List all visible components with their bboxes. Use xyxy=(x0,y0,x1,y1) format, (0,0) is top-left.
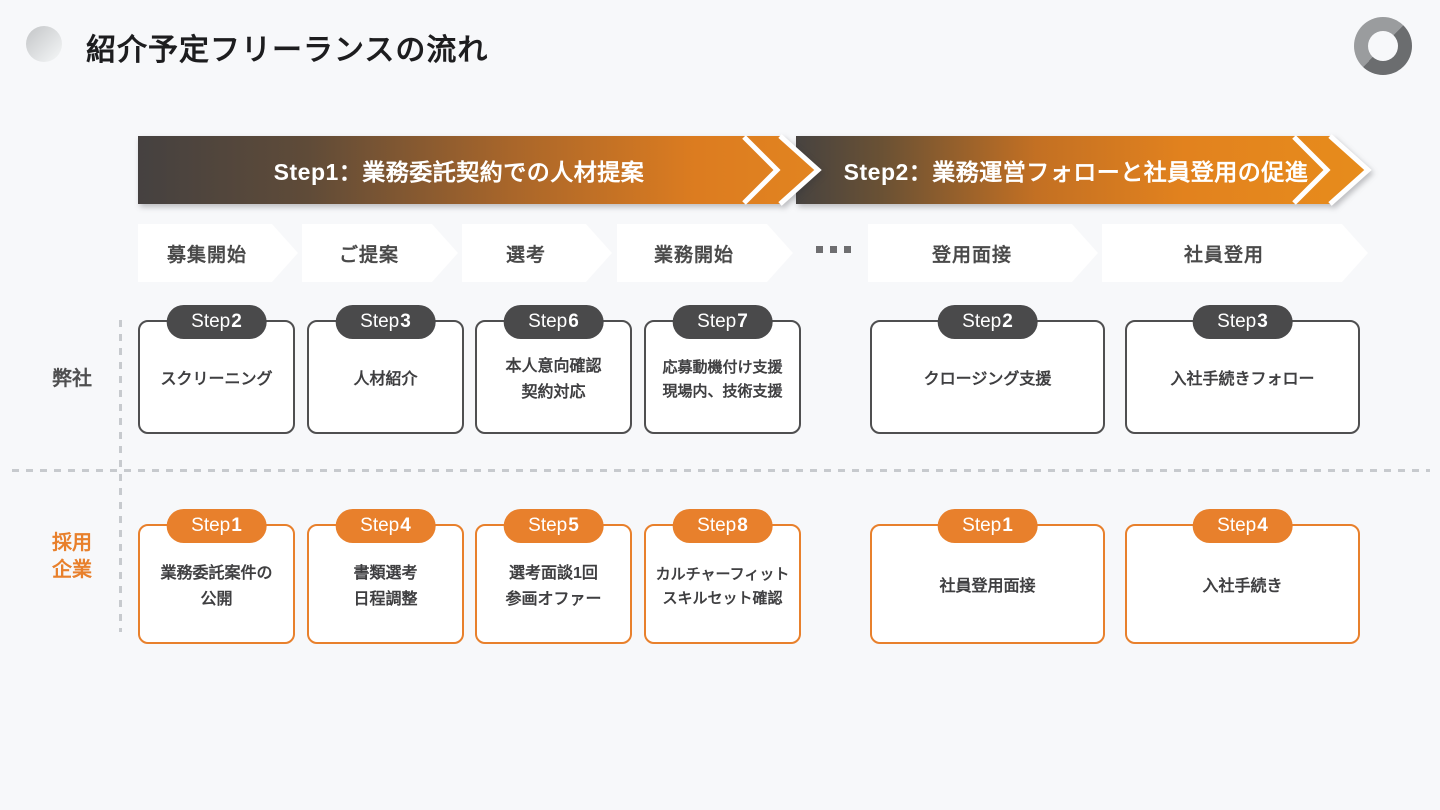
phase-chevron-work-start: 業務開始 xyxy=(617,224,793,282)
card-label: 本人意向確認 契約対応 xyxy=(505,358,602,401)
step2-banner-shape xyxy=(796,134,1372,206)
card-label: スクリーニング xyxy=(160,371,273,389)
card-label: 選考面談1回 参画オファー xyxy=(505,565,602,608)
phase-chevron-employee-promotion: 社員登用 xyxy=(1102,224,1368,282)
company-logo-ring-icon xyxy=(1354,17,1412,75)
card-label: 入社手続きフォロー xyxy=(1170,371,1315,389)
lane-divider-vertical xyxy=(119,320,122,632)
card-label: 書類選考 日程調整 xyxy=(353,565,418,608)
lane-label-company: 弊社 xyxy=(52,368,92,390)
step2-banner-label: Step2：業務運営フォローと社員登用の促進 xyxy=(843,159,1309,185)
card-label: 人材紹介 xyxy=(353,371,418,389)
lane-divider-horizontal xyxy=(12,469,1430,472)
ellipsis-dots-icon xyxy=(816,246,851,253)
lane-label-client: 採用 企業 xyxy=(52,532,92,581)
card-label: 応募動機付け支援 現場内、技術支援 xyxy=(662,359,783,400)
card-label: 入社手続き xyxy=(1202,578,1283,596)
title-bullet-icon xyxy=(26,26,62,62)
card-label: 業務委託案件の 公開 xyxy=(160,565,273,608)
step1-banner-shape xyxy=(138,134,822,206)
page-title: 紹介予定フリーランスの流れ xyxy=(86,34,489,67)
phase-chevron-recruit-start: 募集開始 xyxy=(138,224,298,282)
card-label: カルチャーフィット スキルセット確認 xyxy=(655,566,790,607)
phase-chevron-promotion-interview: 登用面接 xyxy=(868,224,1098,282)
card-label: クロージング支援 xyxy=(923,371,1052,389)
phase-chevron-proposal: ご提案 xyxy=(302,224,458,282)
step1-banner-label: Step1：業務委託契約での人材提案 xyxy=(273,159,645,185)
card-label: 社員登用面接 xyxy=(939,578,1036,596)
phase-chevron-screening: 選考 xyxy=(462,224,612,282)
